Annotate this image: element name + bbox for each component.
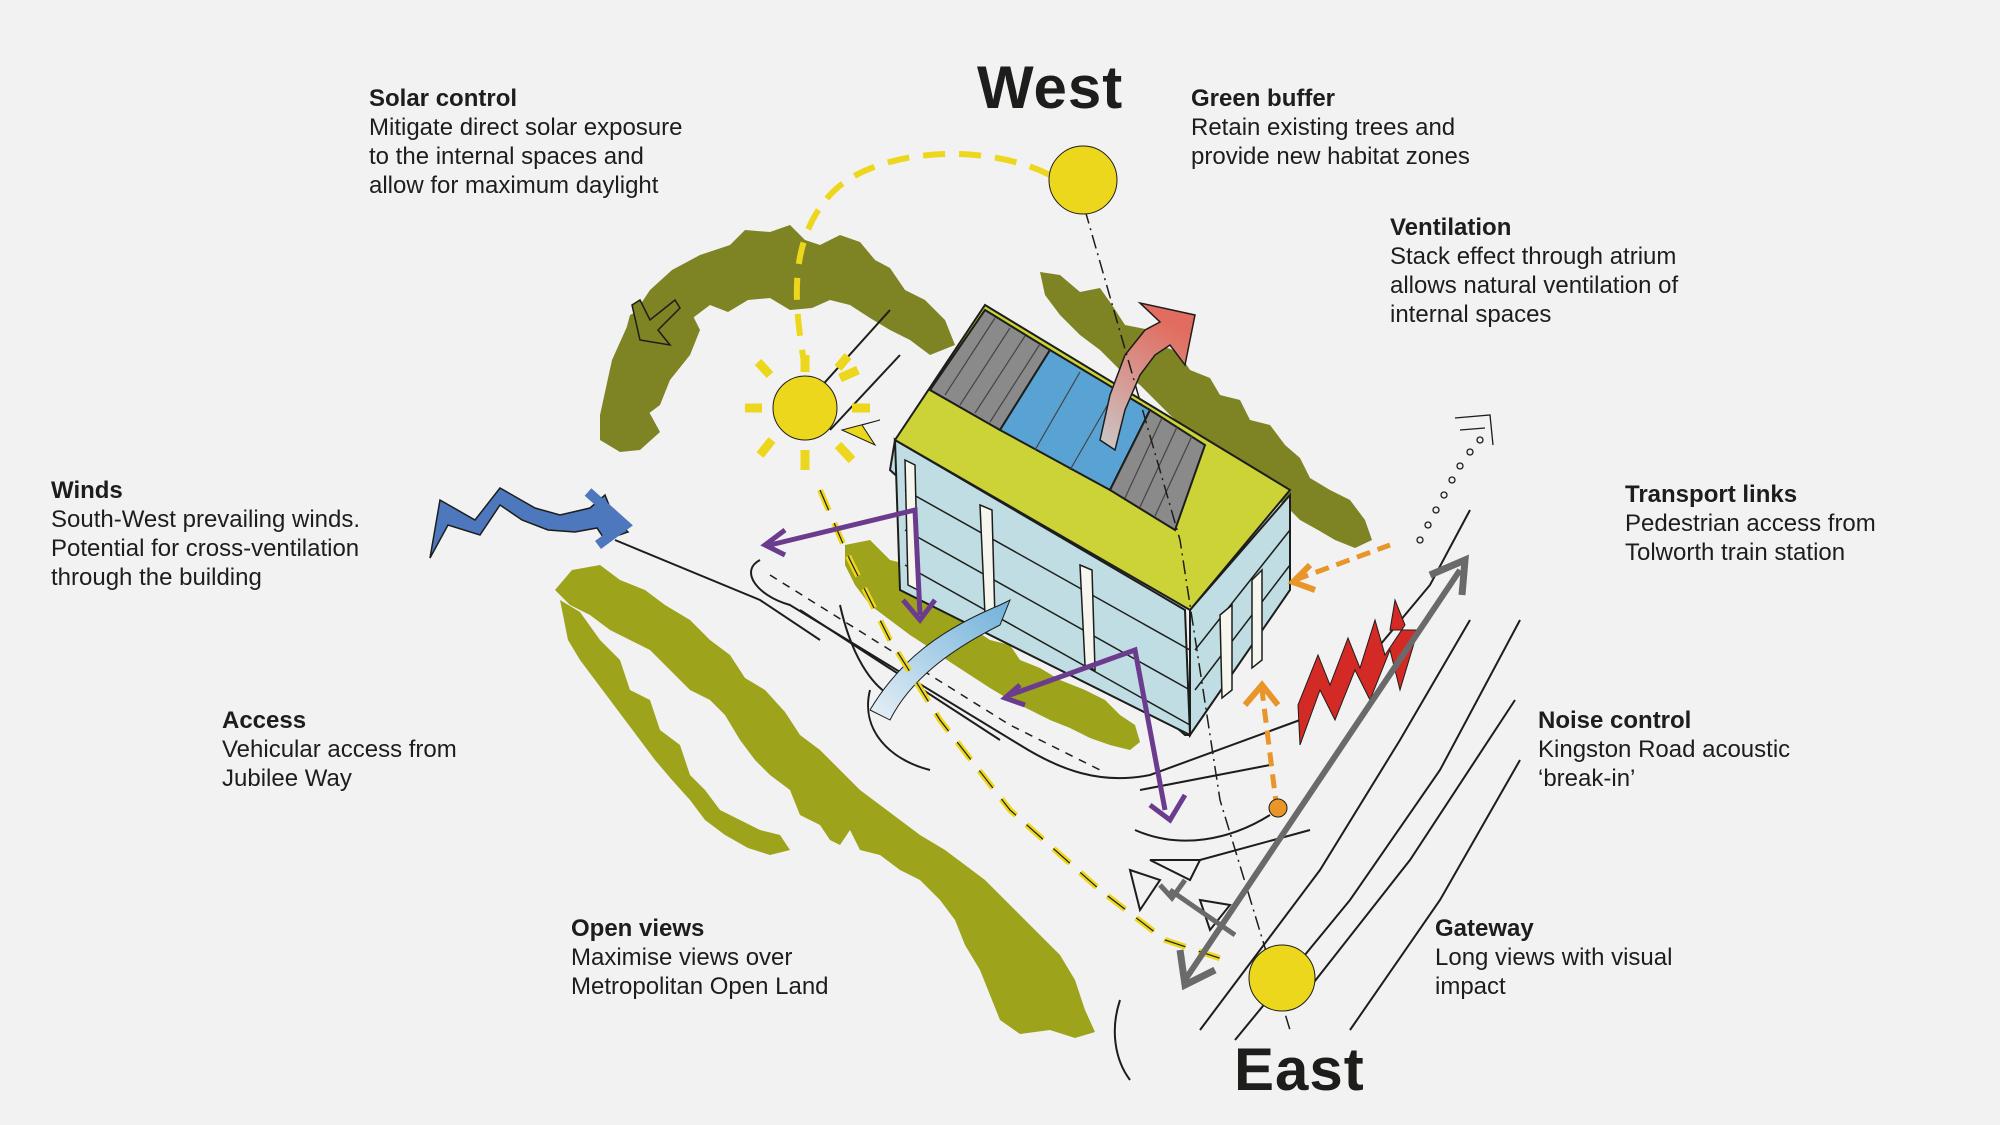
sun-solar-control: [745, 353, 881, 470]
annotation-text: Retain existing trees and provide new ha…: [1191, 114, 1470, 170]
building-facade-east: [1189, 492, 1291, 739]
annotation-noise-control: Noise control Kingston Road acoustic ‘br…: [1538, 706, 1790, 793]
ventilation-arrow: [1099, 301, 1196, 452]
noise-control-zigzag: [1297, 598, 1419, 746]
annotation-title: Winds: [51, 477, 123, 504]
annotation-text: South-West prevailing winds. Potential f…: [51, 506, 361, 591]
gateway-arrows: [1158, 554, 1469, 991]
annotation-text: Stack effect through atrium allows natur…: [1390, 243, 1679, 328]
pedestrian-arrows: [1242, 542, 1391, 818]
annotation-open-views: Open views Maximise views over Metropoli…: [571, 914, 829, 1001]
green-buffer-arrow: [631, 298, 681, 347]
tree-canopy-west: [612, 300, 700, 420]
annotation-title: Green buffer: [1191, 85, 1336, 112]
annotation-green-buffer: Green buffer Retain existing trees and p…: [1191, 84, 1470, 171]
annotation-title: Gateway: [1435, 915, 1534, 942]
annotation-text: Vehicular access from Jubilee Way: [222, 736, 457, 792]
annotation-text: Mitigate direct solar exposure to the in…: [369, 114, 683, 199]
tree-canopy-southwest: [560, 600, 790, 855]
pedestrian-dotted-path: [1416, 414, 1494, 544]
facade-columns: [904, 458, 1263, 700]
tree-canopy-north: [600, 225, 955, 452]
building-facade-main: [893, 438, 1192, 737]
compass-west-label: West: [977, 54, 1124, 121]
winds-arrowhead: [584, 488, 633, 550]
winds-arrow: [429, 487, 630, 559]
road-dashed-centreline: [769, 574, 1101, 771]
annotation-access: Access Vehicular access from Jubilee Way: [222, 706, 457, 793]
annotation-text: Kingston Road acoustic ‘break-in’: [1538, 736, 1791, 792]
roof-panel-lines: [944, 317, 1193, 517]
annotation-title: Ventilation: [1390, 214, 1512, 241]
annotation-title: Solar control: [369, 85, 518, 112]
annotation-ventilation: Ventilation Stack effect through atrium …: [1390, 213, 1678, 329]
building: [888, 303, 1292, 739]
annotation-solar-control: Solar control Mitigate direct solar expo…: [369, 84, 682, 200]
sun-east: [1248, 944, 1316, 1012]
annotation-title: Access: [222, 707, 307, 734]
tree-canopy-south: [555, 565, 1095, 1038]
annotation-title: Open views: [571, 915, 705, 942]
annotation-text: Maximise views over Metropolitan Open La…: [571, 944, 829, 1000]
sun-path-outline: [819, 489, 1226, 961]
annotation-text: Long views with visual impact: [1435, 944, 1673, 1000]
annotation-gateway: Gateway Long views with visual impact: [1435, 914, 1672, 1001]
annotation-winds: Winds South-West prevailing winds. Poten…: [51, 476, 360, 592]
annotation-text: Pedestrian access from Tolworth train st…: [1625, 510, 1876, 566]
sun-path-dashed: [793, 151, 1052, 371]
west-east-axis: [1084, 209, 1291, 1031]
facade-lines: [904, 489, 1291, 726]
compass-east-label: East: [1234, 1036, 1365, 1103]
access-arrows: [760, 506, 1188, 824]
annotation-title: Transport links: [1625, 481, 1798, 508]
annotation-transport-links: Transport links Pedestrian access from T…: [1625, 480, 1876, 567]
annotation-title: Noise control: [1538, 707, 1692, 734]
sun-west: [1048, 145, 1118, 215]
